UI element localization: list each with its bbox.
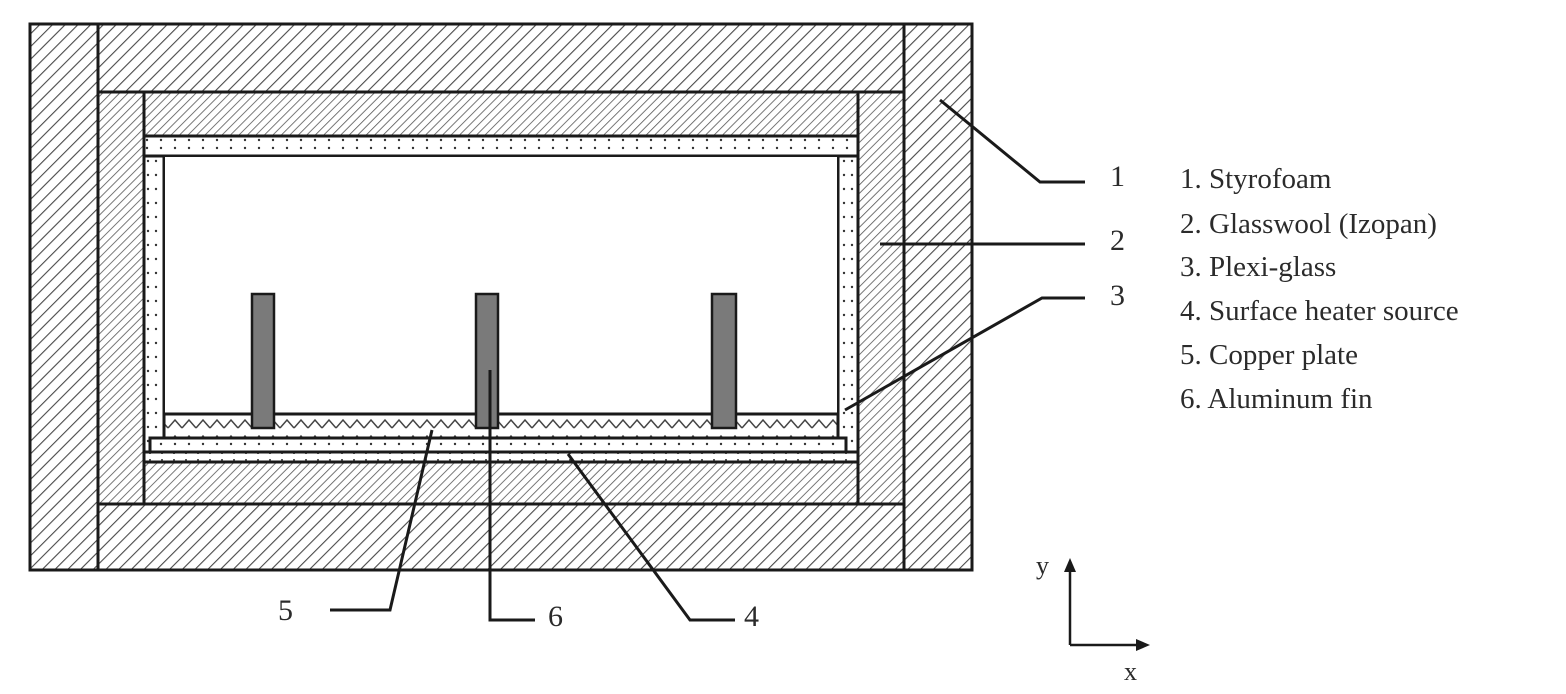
callout-5: 5 [278,594,293,627]
glasswool-bottom [142,458,860,506]
callout-4: 4 [744,600,759,633]
leader-line-3 [844,296,1085,412]
legend: 1. Styrofoam 2. Glasswool (Izopan) 3. Pl… [1180,163,1459,415]
legend-item-copper-plate: 5. Copper plate [1180,339,1358,371]
plexiglass-top [142,134,860,158]
glasswool-right [856,90,906,506]
surface-heater-source [148,436,848,454]
callout-6: 6 [548,600,563,633]
x-axis-arrowhead [1136,639,1150,651]
legend-item-aluminum-fin: 6. Aluminum fin [1180,383,1373,415]
x-axis-label: x [1124,657,1137,686]
legend-item-styrofoam: 1. Styrofoam [1180,163,1332,195]
styrofoam-left-wall [28,22,100,572]
heater-base-strip [142,450,860,464]
leader-line-6 [488,370,535,622]
glasswool-left [96,90,146,506]
leader-line-4 [566,453,735,622]
callout-numbers: 1 2 3 4 5 6 [278,160,1125,633]
leader-lines [330,98,1085,622]
plexiglass-left [142,154,166,454]
y-axis-label: y [1036,551,1049,580]
styrofoam-top-wall [96,22,906,94]
legend-item-plexiglass: 3. Plexi-glass [1180,251,1336,283]
coordinate-axes: y x [1036,551,1150,686]
glasswool-top [142,90,860,138]
callout-3: 3 [1110,279,1125,312]
glasswool-inner-layer [96,90,906,506]
aluminum-fin-middle [474,292,500,430]
y-axis-arrowhead [1064,558,1076,572]
styrofoam-bottom-wall [96,502,906,572]
callout-2: 2 [1110,224,1125,257]
aluminum-fin-left [250,292,276,430]
aluminum-fin-right [710,292,738,430]
callout-1: 1 [1110,160,1125,193]
aluminum-fins [250,292,738,430]
legend-item-glasswool: 2. Glasswool (Izopan) [1180,208,1437,240]
styrofoam-right-wall [902,22,974,572]
leader-line-1 [939,98,1085,184]
leader-line-5 [330,429,434,612]
legend-item-surface-heater: 4. Surface heater source [1180,295,1459,327]
plexiglass-liner [142,134,860,454]
styrofoam-outer-walls [28,22,974,572]
